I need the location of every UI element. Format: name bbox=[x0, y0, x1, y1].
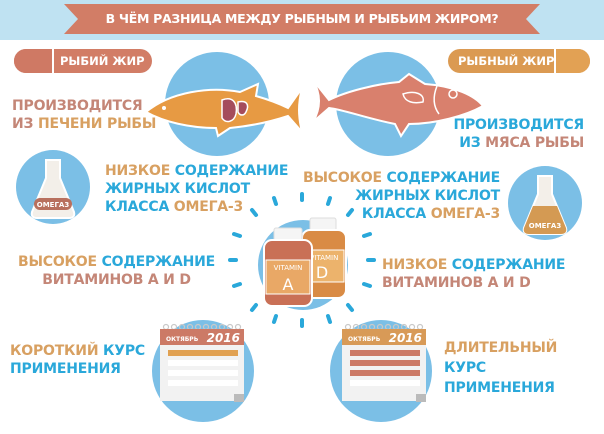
text-line: КУРС bbox=[444, 360, 486, 376]
right-vitamins-text: НИЗКОЕ СОДЕРЖАНИЕ ВИТАМИНОВ А И D bbox=[382, 256, 565, 292]
text-word: СОДЕРЖАНИЕ bbox=[386, 170, 501, 186]
fish-liver-oil-label: РЫБИЙ ЖИР bbox=[14, 49, 152, 73]
text-word: КУРС bbox=[103, 343, 146, 359]
meat-fish-icon bbox=[312, 72, 485, 138]
svg-text:A: A bbox=[283, 275, 294, 294]
ribbon-shape bbox=[64, 4, 540, 34]
right-calendar-icon: ОКТЯБРЬ 2016 bbox=[342, 323, 426, 402]
text-line: ЖИРНЫХ КИСЛОТ bbox=[355, 188, 500, 204]
fish-oil-label: РЫБНЫЙ ЖИР bbox=[448, 49, 590, 73]
text-highlight: МЯСА РЫБЫ bbox=[485, 135, 584, 151]
text-line: ВЫСОКОЕ СОДЕРЖАНИЕ bbox=[303, 169, 500, 187]
text-line: ПРОИЗВОДИТСЯ bbox=[453, 117, 584, 133]
text-line: КЛАССА ОМЕГА-3 bbox=[303, 205, 500, 223]
left-source-text: ПРОИЗВОДИТСЯ ИЗ ПЕЧЕНИ РЫБЫ bbox=[12, 97, 156, 133]
text-line: ВЫСОКОЕ СОДЕРЖАНИЕ bbox=[18, 253, 215, 271]
text-word: КОРОТКИЙ bbox=[10, 343, 99, 359]
text-word: НИЗКОЕ bbox=[382, 257, 448, 273]
text-word: ОМЕГА-3 bbox=[173, 199, 244, 215]
text-prefix: ИЗ bbox=[12, 116, 38, 132]
text-highlight: ПЕЧЕНИ РЫБЫ bbox=[37, 116, 157, 132]
label-text: РЫБИЙ ЖИР bbox=[60, 54, 145, 68]
left-flask-icon: ОМЕГА3 bbox=[30, 159, 76, 219]
text-word: ОМЕГА-3 bbox=[430, 206, 501, 222]
text-line: ИЗ МЯСА РЫБЫ bbox=[453, 134, 584, 152]
text-line: КЛАССА ОМЕГА-3 bbox=[105, 198, 288, 216]
right-course-text: ДЛИТЕЛЬНЫЙ КУРС ПРИМЕНЕНИЯ bbox=[444, 338, 557, 398]
left-vitamins-text: ВЫСОКОЕ СОДЕРЖАНИЕ ВИТАМИНОВ А И D bbox=[18, 253, 215, 289]
sunburst-rays-icon bbox=[228, 192, 376, 328]
liver-fish-icon bbox=[144, 82, 303, 138]
svg-text:ОМЕГА3: ОМЕГА3 bbox=[529, 222, 562, 230]
pill-segment bbox=[14, 49, 54, 73]
svg-text:VITAMIN: VITAMIN bbox=[274, 264, 303, 272]
text-word: НИЗКОЕ bbox=[105, 163, 171, 179]
title-ribbon: В ЧЁМ РАЗНИЦА МЕЖДУ РЫБНЫМ И РЫБЬИМ ЖИРО… bbox=[64, 4, 540, 34]
svg-text:VITAMIN: VITAMIN bbox=[310, 254, 339, 262]
text-line: ЖИРНЫХ КИСЛОТ bbox=[105, 181, 250, 197]
text-word: СОДЕРЖАНИЕ bbox=[451, 257, 566, 273]
right-omega-text: ВЫСОКОЕ СОДЕРЖАНИЕ ЖИРНЫХ КИСЛОТ КЛАССА … bbox=[303, 169, 500, 223]
text-word: СОДЕРЖАНИЕ bbox=[174, 163, 289, 179]
text-line: ПРОИЗВОДИТСЯ bbox=[12, 98, 143, 114]
text-line: ПРИМЕНЕНИЯ bbox=[10, 361, 121, 377]
left-calendar-icon: ОКТЯБРЬ 2016 bbox=[160, 323, 244, 402]
page-title: В ЧЁМ РАЗНИЦА МЕЖДУ РЫБНЫМ И РЫБЬИМ ЖИРО… bbox=[105, 11, 499, 26]
left-omega-text: НИЗКОЕ СОДЕРЖАНИЕ ЖИРНЫХ КИСЛОТ КЛАССА О… bbox=[105, 162, 288, 216]
svg-text:2016: 2016 bbox=[207, 331, 240, 345]
text-prefix: ИЗ bbox=[459, 135, 486, 151]
left-course-text: КОРОТКИЙ КУРС ПРИМЕНЕНИЯ bbox=[10, 342, 145, 378]
svg-text:D: D bbox=[316, 263, 328, 282]
text-line: ДЛИТЕЛЬНЫЙ bbox=[444, 340, 558, 356]
text-line: НИЗКОЕ СОДЕРЖАНИЕ bbox=[105, 162, 288, 180]
text-word: КЛАССА bbox=[105, 199, 170, 215]
text-word: КЛАССА bbox=[361, 206, 426, 222]
text-word: ВЫСОКОЕ bbox=[302, 170, 382, 186]
pill-segment bbox=[554, 49, 590, 73]
text-line: ВИТАМИНОВ А И D bbox=[382, 275, 531, 291]
text-word: СОДЕРЖАНИЕ bbox=[101, 254, 216, 270]
svg-text:2016: 2016 bbox=[389, 331, 422, 345]
svg-text:ОКТЯБРЬ: ОКТЯБРЬ bbox=[166, 336, 199, 343]
text-line: КОРОТКИЙ КУРС bbox=[10, 342, 145, 360]
vitamin-bottles-icon: VITAMIN D VITAMIN A bbox=[263, 217, 347, 307]
svg-text:ОКТЯБРЬ: ОКТЯБРЬ bbox=[348, 336, 381, 343]
text-word: ВЫСОКОЕ bbox=[18, 254, 97, 270]
right-source-text: ПРОИЗВОДИТСЯ ИЗ МЯСА РЫБЫ bbox=[453, 116, 584, 152]
svg-text:ОМЕГА3: ОМЕГА3 bbox=[37, 201, 70, 209]
text-line: ПРИМЕНЕНИЯ bbox=[444, 380, 555, 396]
label-text: РЫБНЫЙ ЖИР bbox=[458, 54, 555, 68]
right-flask-icon: ОМЕГА3 bbox=[522, 175, 568, 235]
text-line: ИЗ ПЕЧЕНИ РЫБЫ bbox=[12, 115, 156, 133]
text-line: ВИТАМИНОВ А И D bbox=[42, 272, 191, 288]
text-line: НИЗКОЕ СОДЕРЖАНИЕ bbox=[382, 256, 565, 274]
